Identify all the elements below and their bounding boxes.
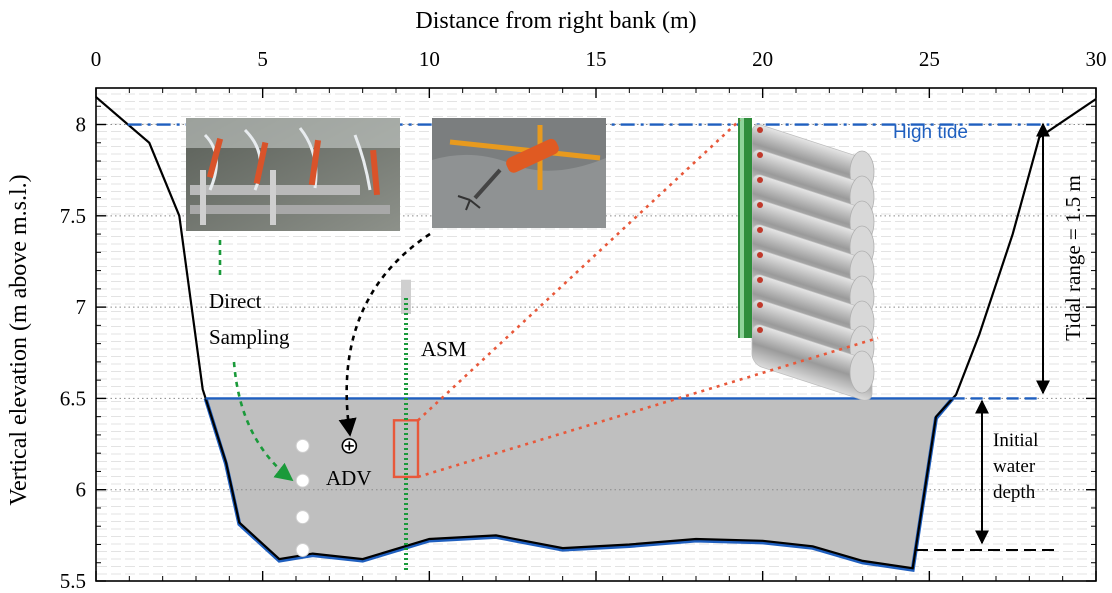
x-tick-label: 20 bbox=[752, 47, 773, 71]
adv-instrument-photo bbox=[432, 118, 606, 228]
asm-sensor-led bbox=[757, 202, 763, 208]
y-tick-label: 5.5 bbox=[60, 569, 86, 593]
asm-sensor-led bbox=[757, 177, 763, 183]
y-axis-ticks: 5.5 6 6.5 7 7.5 8 bbox=[60, 87, 1096, 593]
sampling-point bbox=[295, 438, 310, 453]
asm-sensor-led bbox=[757, 127, 763, 133]
direct-sampling-points bbox=[295, 438, 310, 557]
asm-sensor-led bbox=[757, 327, 763, 333]
adv-pointer-arrow bbox=[338, 232, 431, 437]
x-tick-label: 0 bbox=[91, 47, 102, 71]
y-tick-label: 6 bbox=[76, 478, 87, 502]
y-tick-label: 7 bbox=[76, 295, 87, 319]
tidal-range-label: Tidal range = 1.5 m bbox=[1061, 175, 1085, 341]
asm-sensor-led bbox=[757, 302, 763, 308]
sampling-point bbox=[295, 473, 310, 488]
x-axis-title: Distance from right bank (m) bbox=[415, 8, 696, 34]
water-body bbox=[205, 398, 953, 569]
y-tick-label: 7.5 bbox=[60, 204, 86, 228]
asm-sensor-led bbox=[757, 252, 763, 258]
x-tick-label: 10 bbox=[419, 47, 440, 71]
direct-sampling-photo bbox=[186, 118, 400, 231]
riverbed-profile bbox=[95, 96, 1097, 570]
sampling-point bbox=[295, 510, 310, 525]
asm-rod-cap bbox=[401, 279, 411, 314]
asm-label: ASM bbox=[421, 337, 467, 361]
y-tick-label: 6.5 bbox=[60, 386, 86, 410]
asm-sensor-tube-end bbox=[849, 350, 875, 394]
asm-sensor-led bbox=[757, 227, 763, 233]
high-tide-label: High tide bbox=[893, 122, 968, 143]
direct-sampling-label-line2: Sampling bbox=[209, 325, 290, 349]
direct-sampling-label-line1: Direct bbox=[209, 289, 262, 313]
asm-sensor-led bbox=[757, 277, 763, 283]
direct-sampling-arrow bbox=[232, 361, 294, 482]
adv-marker bbox=[341, 438, 358, 454]
zoom-connector-bottom-right bbox=[417, 336, 879, 479]
initial-depth-label-line2: water bbox=[993, 456, 1036, 477]
zoom-connector-top-left bbox=[417, 119, 741, 422]
x-tick-label: 5 bbox=[257, 47, 268, 71]
asm-sensor-led bbox=[757, 152, 763, 158]
x-axis-ticks: 0 5 10 15 20 25 30 bbox=[91, 47, 1107, 581]
initial-depth-label-line3: depth bbox=[993, 482, 1036, 503]
x-tick-label: 25 bbox=[919, 47, 940, 71]
asm-zoom-box bbox=[392, 419, 420, 479]
sampling-point bbox=[295, 542, 310, 557]
x-tick-label: 30 bbox=[1086, 47, 1107, 71]
y-tick-label: 8 bbox=[76, 113, 87, 137]
y-axis-title: Vertical elevation (m above m.s.l.) bbox=[6, 174, 32, 505]
x-tick-label: 15 bbox=[586, 47, 607, 71]
asm-sensor-array-photo bbox=[738, 118, 875, 401]
adv-label: ADV bbox=[326, 466, 372, 490]
initial-depth-label-line1: Initial bbox=[993, 430, 1038, 451]
